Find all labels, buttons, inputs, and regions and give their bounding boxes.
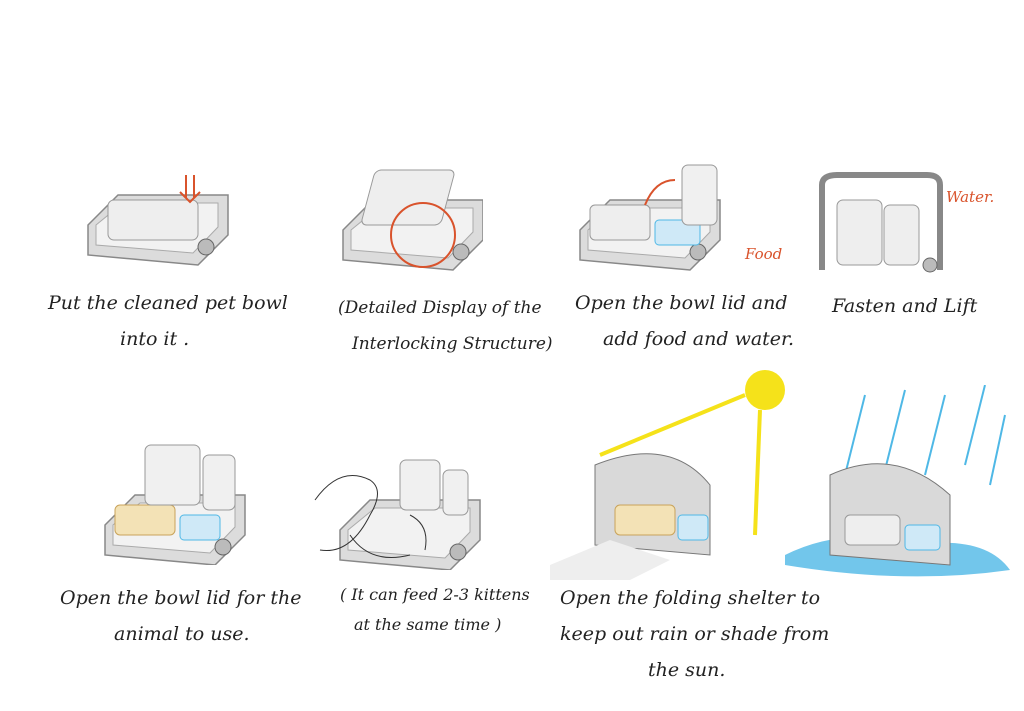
illustration-interlocking-detail [342, 169, 483, 271]
illustration-animal-use [104, 444, 246, 565]
label-water: Water. [946, 188, 995, 206]
detail-circle [390, 202, 456, 268]
illustration-fasten-lift [819, 172, 943, 273]
illustration-sun-shelter [550, 370, 785, 580]
illustration-rain-shelter [785, 385, 1010, 577]
rain-lines [844, 385, 1006, 486]
sun-icon [745, 370, 785, 410]
caption-step-4: Fasten and Lift [832, 295, 978, 317]
label-food: Food [745, 245, 783, 263]
arrow-open-lid [644, 179, 676, 206]
kitten-sketch [314, 475, 427, 558]
illustration-add-food-water [579, 164, 721, 271]
illustration-insert-bowl [87, 175, 229, 266]
down-arrow-icon [179, 175, 201, 204]
illustration-kittens-feeding [314, 459, 481, 570]
